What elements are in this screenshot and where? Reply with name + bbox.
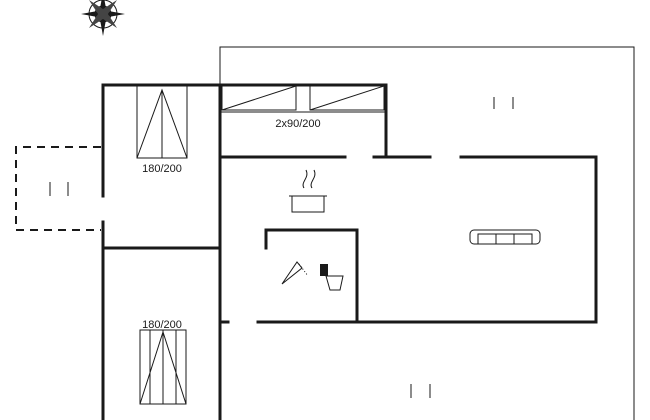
bed-bottom-left-label: 180/200	[142, 319, 182, 331]
beds-top-middle	[221, 85, 385, 111]
beds-top-middle-label: 2x90/200	[275, 118, 320, 130]
bed-top-left-label: 180/200	[142, 163, 182, 175]
compass-rose-icon	[81, 0, 125, 36]
bed-top-left	[136, 84, 188, 159]
shower-icon	[281, 261, 309, 285]
terrace-marker-icon	[49, 97, 514, 398]
toilet-icon	[320, 264, 344, 291]
cooking-pot-icon	[289, 169, 327, 213]
sofa-icon	[469, 229, 541, 245]
bed-bottom-left	[139, 329, 187, 405]
bathroom-walls	[264, 228, 359, 324]
house-walls	[101, 83, 598, 420]
annex-dashed-outline	[15, 146, 101, 231]
terrace-outline	[219, 46, 635, 420]
